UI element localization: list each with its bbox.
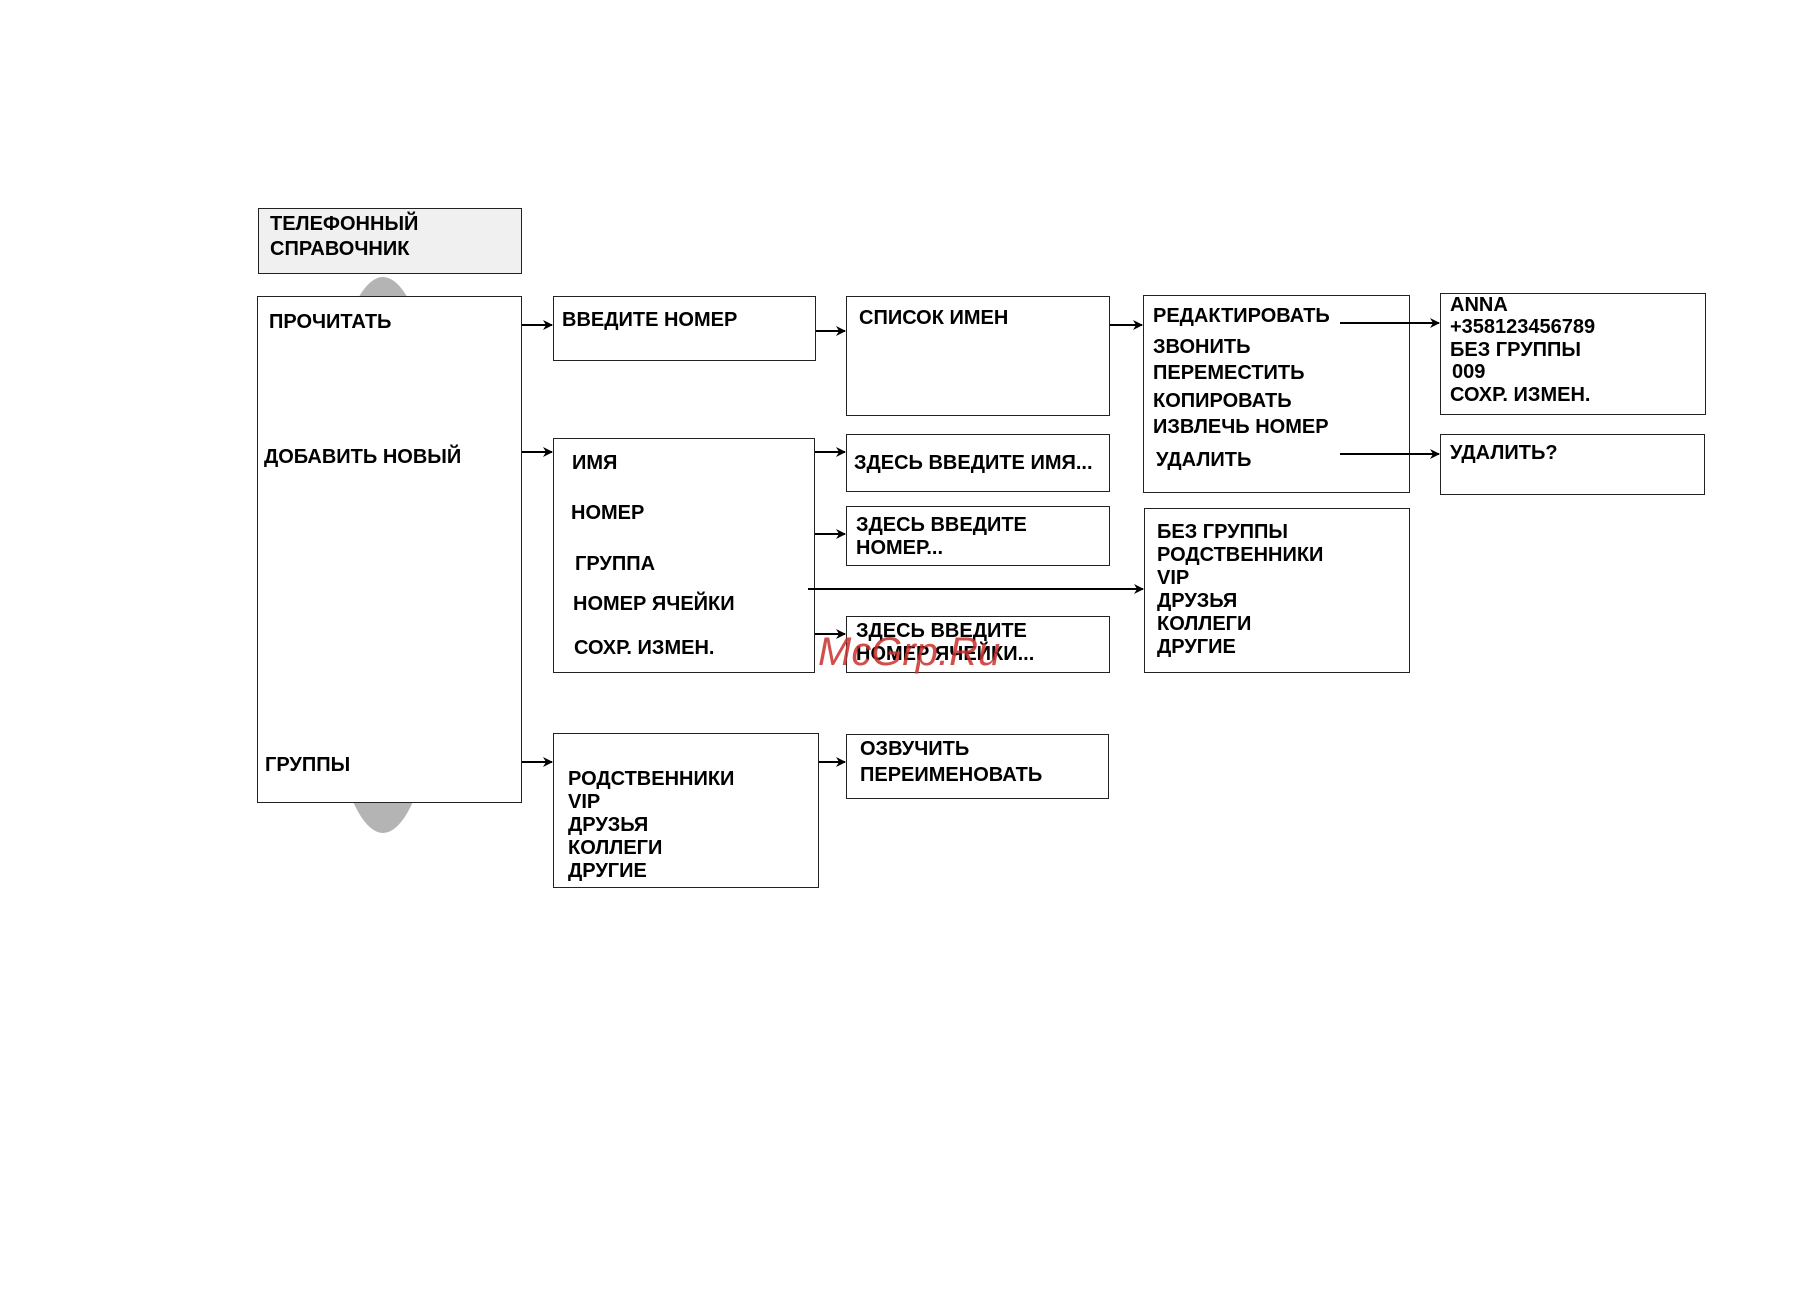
name-list-label: СПИСОК ИМЕН [859, 307, 1009, 329]
edit-cell: 009 [1452, 361, 1486, 383]
group-choice[interactable]: ДРУГИЕ [1157, 636, 1236, 658]
edit-name: ANNA [1450, 294, 1508, 316]
number-input-box: ЗДЕСЬ ВВЕДИТЕ НОМЕР... [846, 506, 1110, 566]
action-edit[interactable]: РЕДАКТИРОВАТЬ [1153, 305, 1330, 327]
edit-view-box: ANNA +358123456789 БЕЗ ГРУППЫ 009 СОХР. … [1440, 293, 1706, 415]
group-choice[interactable]: ДРУЗЬЯ [1157, 590, 1238, 612]
group-choice[interactable]: РОДСТВЕННИКИ [1157, 544, 1324, 566]
title-line-1: ТЕЛЕФОННЫЙ [270, 213, 419, 235]
group-choice[interactable]: VIP [1157, 567, 1190, 589]
name-input-box: ЗДЕСЬ ВВЕДИТЕ ИМЯ... [846, 434, 1110, 492]
menu-item-add-new[interactable]: ДОБАВИТЬ НОВЫЙ [264, 446, 462, 468]
field-number[interactable]: НОМЕР [571, 502, 645, 524]
groups-list-item[interactable]: VIP [568, 791, 601, 813]
name-input-label[interactable]: ЗДЕСЬ ВВЕДИТЕ ИМЯ... [854, 452, 1093, 474]
field-group[interactable]: ГРУППА [575, 553, 656, 575]
group-choice[interactable]: КОЛЛЕГИ [1157, 613, 1252, 635]
cell-input-line-1[interactable]: ЗДЕСЬ ВВЕДИТЕ [856, 620, 1027, 642]
name-list-box: СПИСОК ИМЕН [846, 296, 1110, 416]
group-action-rename[interactable]: ПЕРЕИМЕНОВАТЬ [860, 764, 1043, 786]
number-input-line-1[interactable]: ЗДЕСЬ ВВЕДИТЕ [856, 514, 1027, 536]
contact-actions-box: РЕДАКТИРОВАТЬ ЗВОНИТЬ ПЕРЕМЕСТИТЬ КОПИРО… [1143, 295, 1410, 493]
field-cell-number[interactable]: НОМЕР ЯЧЕЙКИ [573, 593, 735, 615]
add-fields-box: ИМЯ НОМЕР ГРУППА НОМЕР ЯЧЕЙКИ СОХР. ИЗМЕ… [553, 438, 815, 673]
title-line-2: СПРАВОЧНИК [270, 238, 410, 260]
enter-number-label: ВВЕДИТЕ НОМЕР [562, 309, 738, 331]
action-copy[interactable]: КОПИРОВАТЬ [1153, 390, 1292, 412]
group-action-voice[interactable]: ОЗВУЧИТЬ [860, 738, 970, 760]
cell-input-line-2[interactable]: НОМЕР ЯЧЕЙКИ... [856, 643, 1035, 665]
delete-confirm-box: УДАЛИТЬ? [1440, 434, 1705, 495]
group-actions-box: ОЗВУЧИТЬ ПЕРЕИМЕНОВАТЬ [846, 734, 1109, 799]
edit-number: +358123456789 [1450, 316, 1596, 338]
groups-list-item[interactable]: РОДСТВЕННИКИ [568, 768, 735, 790]
field-name[interactable]: ИМЯ [572, 452, 618, 474]
groups-list-item[interactable]: КОЛЛЕГИ [568, 837, 663, 859]
watermark: McGrp.Ru [818, 630, 1001, 674]
menu-item-read[interactable]: ПРОЧИТАТЬ [269, 311, 392, 333]
delete-confirm-label[interactable]: УДАЛИТЬ? [1450, 442, 1558, 464]
group-choice[interactable]: БЕЗ ГРУППЫ [1157, 521, 1288, 543]
menu-item-groups[interactable]: ГРУППЫ [265, 754, 351, 776]
number-input-line-2[interactable]: НОМЕР... [856, 537, 944, 559]
edit-group: БЕЗ ГРУППЫ [1450, 339, 1581, 361]
action-extract-number[interactable]: ИЗВЛЕЧЬ НОМЕР [1153, 416, 1329, 438]
action-call[interactable]: ЗВОНИТЬ [1153, 336, 1251, 358]
action-move[interactable]: ПЕРЕМЕСТИТЬ [1153, 362, 1305, 384]
groups-list-item[interactable]: ДРУЗЬЯ [568, 814, 649, 836]
edit-save[interactable]: СОХР. ИЗМЕН. [1450, 384, 1591, 406]
groups-list-box: РОДСТВЕННИКИ VIP ДРУЗЬЯ КОЛЛЕГИ ДРУГИЕ [553, 733, 819, 888]
enter-number-box: ВВЕДИТЕ НОМЕР [553, 296, 816, 361]
groups-list-item[interactable]: ДРУГИЕ [568, 860, 647, 882]
phonebook-title-box: ТЕЛЕФОННЫЙ СПРАВОЧНИК [258, 208, 522, 274]
main-menu-box: ПРОЧИТАТЬ ДОБАВИТЬ НОВЫЙ ГРУППЫ [257, 296, 522, 803]
field-save[interactable]: СОХР. ИЗМЕН. [574, 637, 715, 659]
action-delete[interactable]: УДАЛИТЬ [1156, 449, 1252, 471]
cell-input-box: ЗДЕСЬ ВВЕДИТЕ НОМЕР ЯЧЕЙКИ... [846, 616, 1110, 673]
group-choices-box: БЕЗ ГРУППЫ РОДСТВЕННИКИ VIP ДРУЗЬЯ КОЛЛЕ… [1144, 508, 1410, 673]
